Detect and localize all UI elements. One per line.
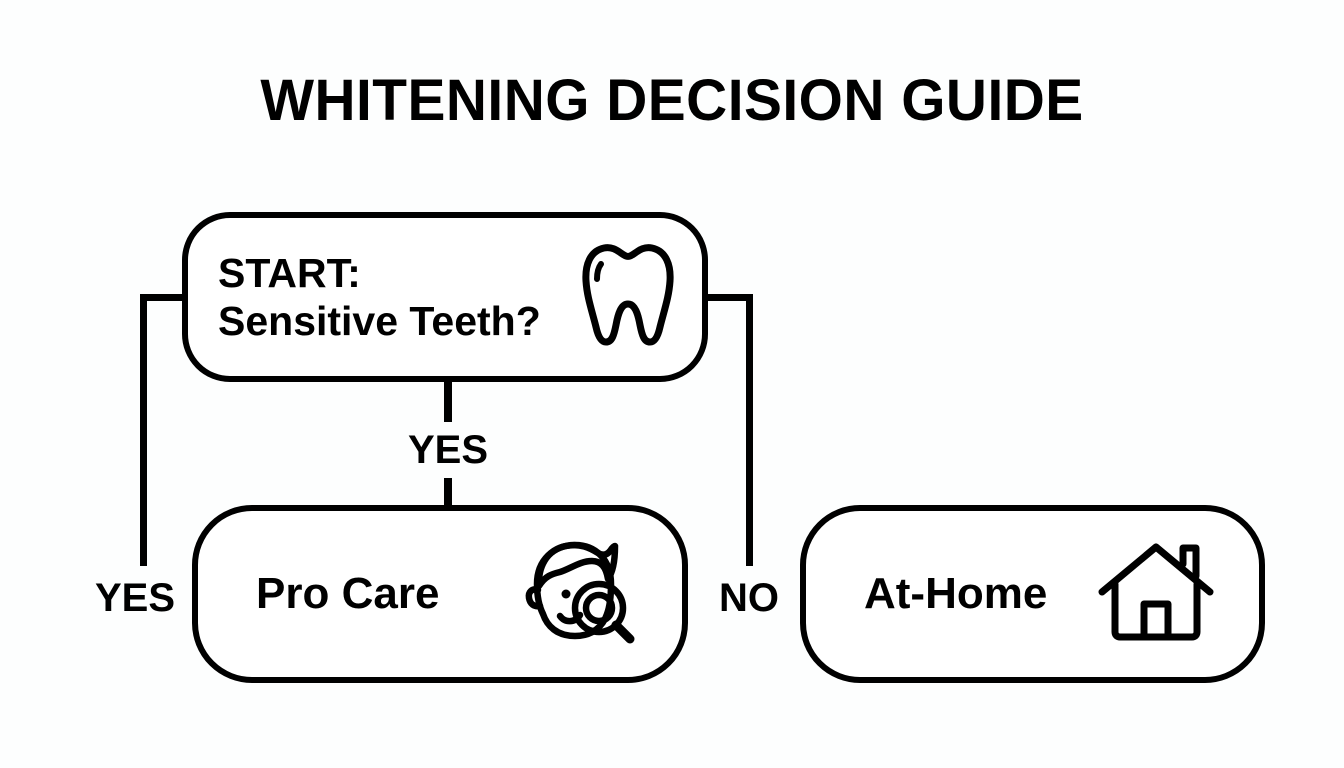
edge-left-horizontal	[140, 294, 188, 301]
edge-middle-lower-segment	[444, 478, 452, 508]
edge-label-middle-yes: YES	[407, 428, 489, 472]
node-at-home[interactable]: At-Home	[800, 505, 1265, 683]
edge-middle-upper-segment	[444, 380, 452, 422]
tooth-icon	[580, 241, 676, 354]
edge-left-vertical	[140, 294, 147, 566]
face-magnifier-icon	[518, 534, 638, 655]
house-icon	[1097, 540, 1215, 649]
edge-label-left-yes: YES	[94, 576, 176, 620]
node-pro-care[interactable]: Pro Care	[192, 505, 688, 683]
page-title: WHITENING DECISION GUIDE	[260, 68, 1084, 133]
node-pro-care-label: Pro Care	[256, 569, 440, 619]
edge-label-right-no: NO	[719, 576, 779, 620]
edge-right-horizontal	[702, 294, 753, 301]
edge-right-vertical	[746, 294, 753, 566]
node-start-label: START: Sensitive Teeth?	[218, 249, 541, 344]
node-at-home-label: At-Home	[864, 569, 1048, 619]
node-start-sensitive-teeth[interactable]: START: Sensitive Teeth?	[182, 212, 708, 382]
